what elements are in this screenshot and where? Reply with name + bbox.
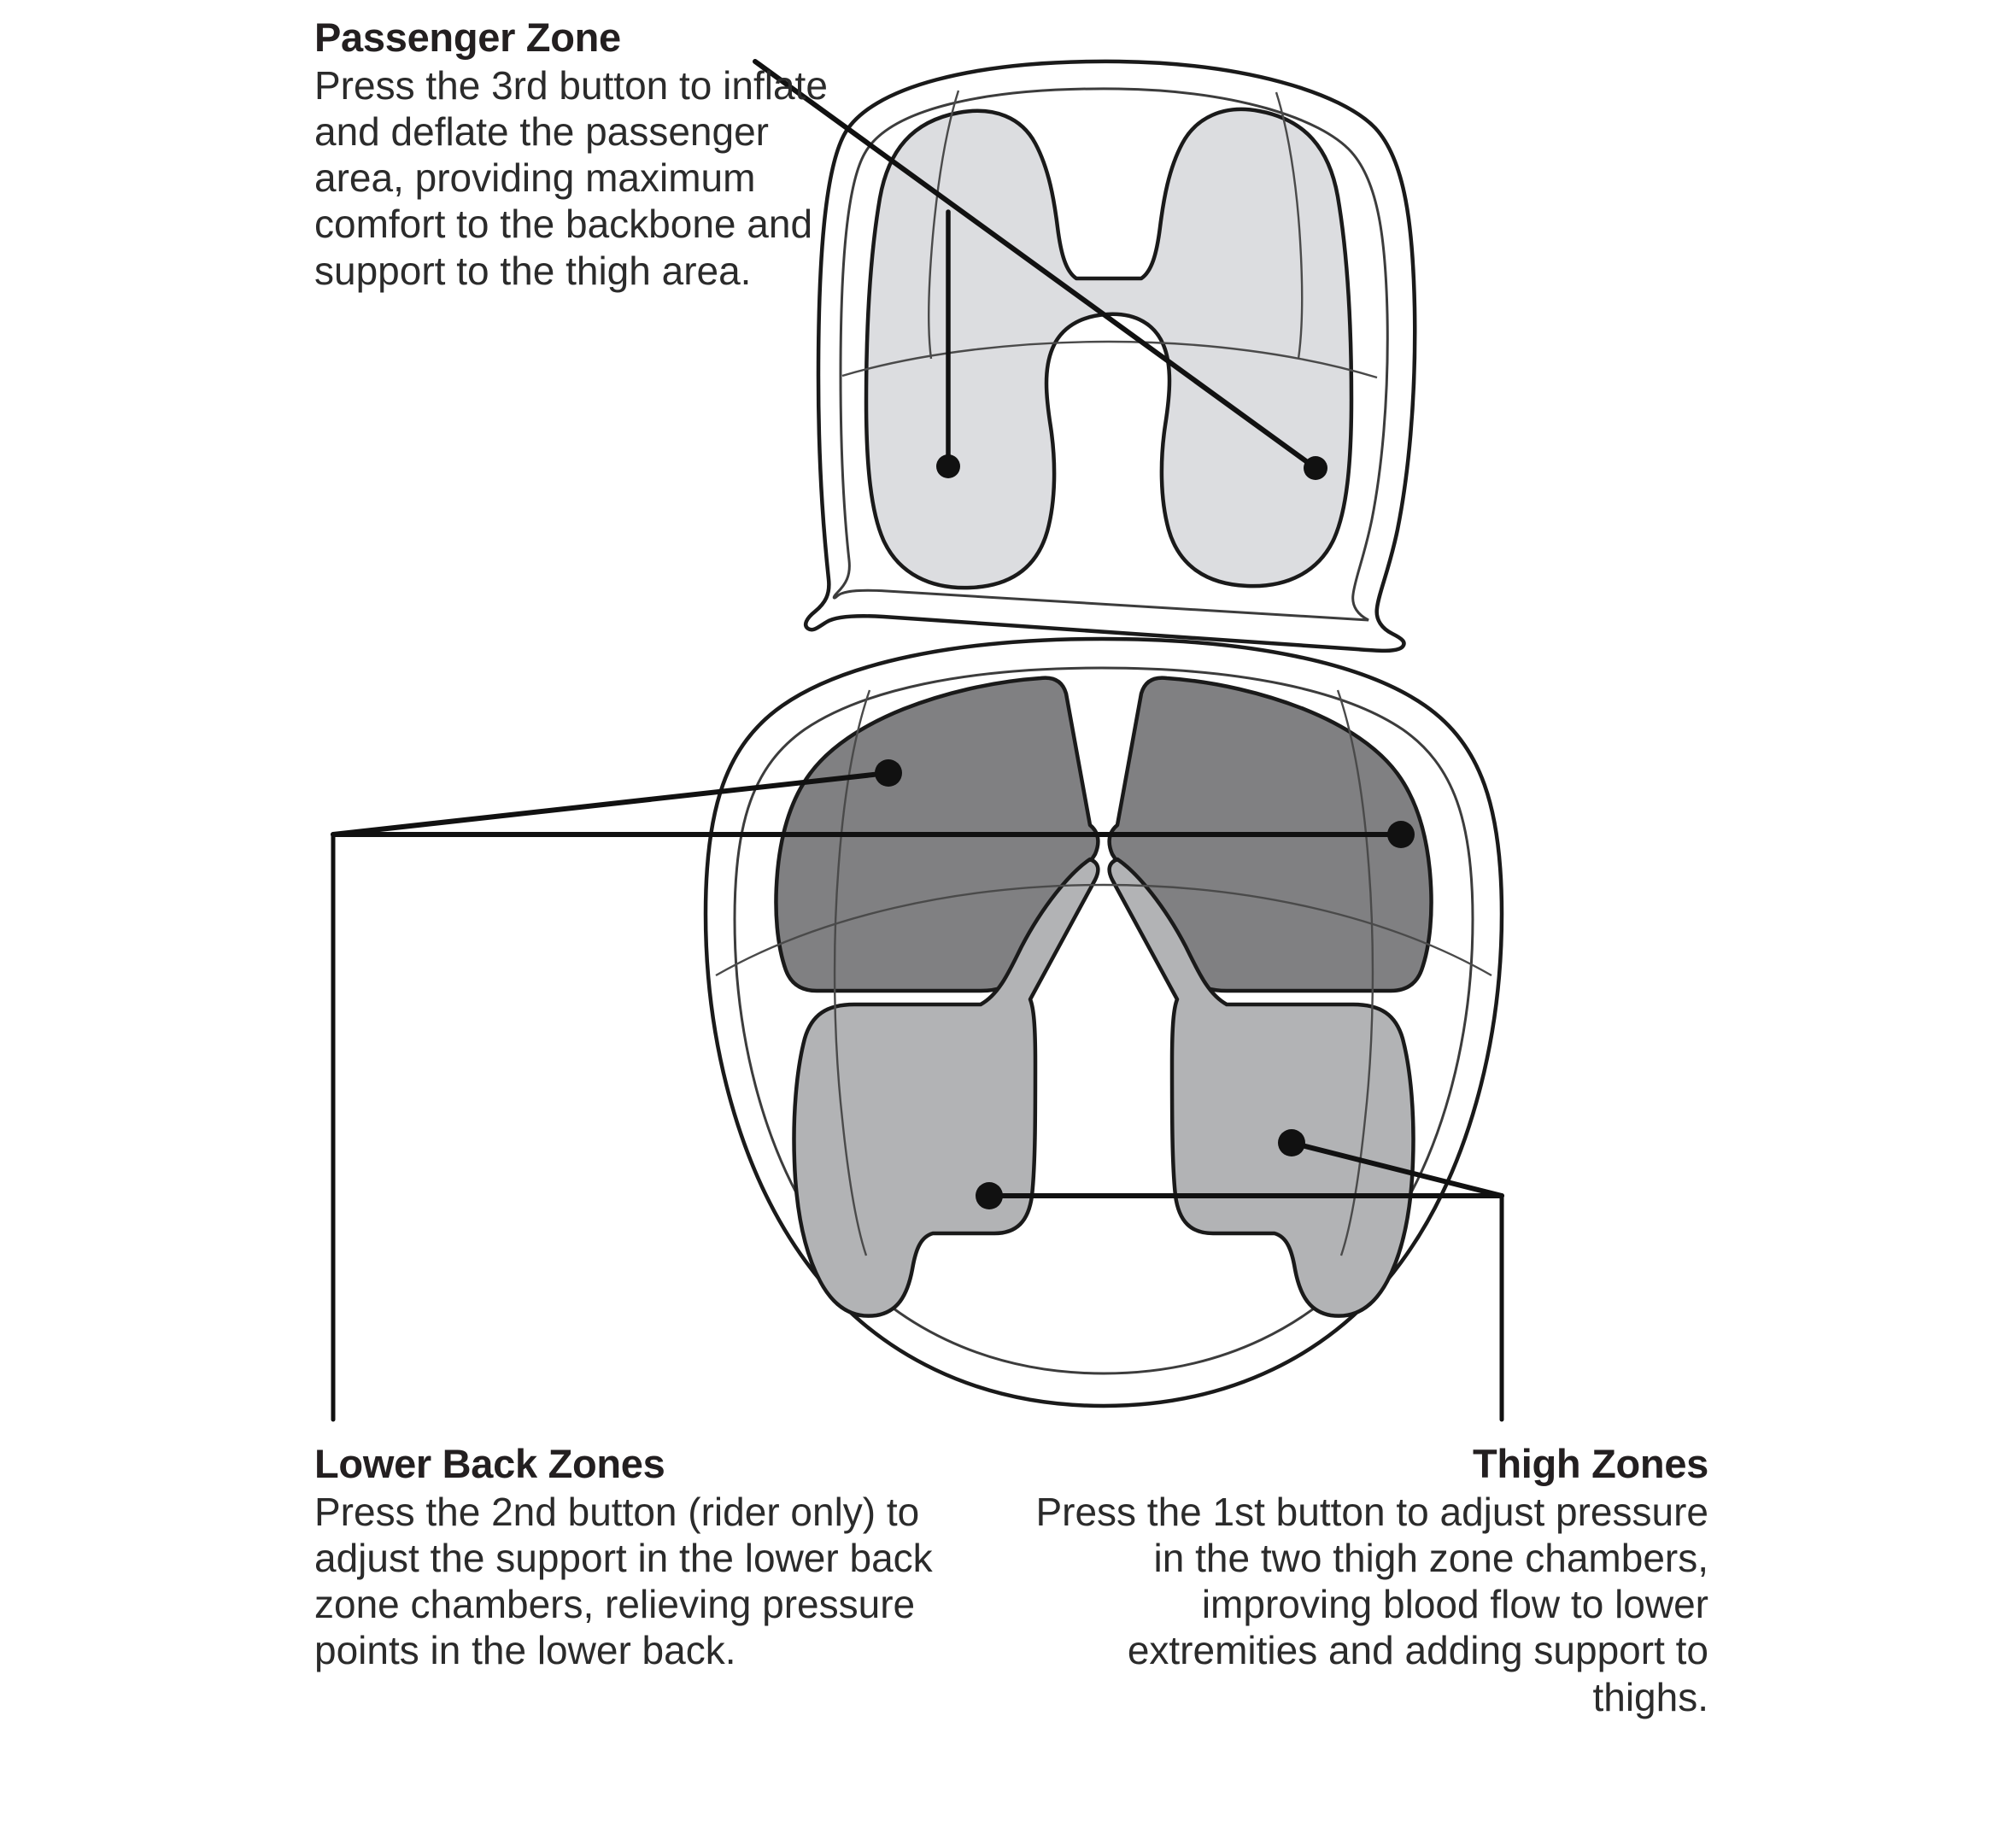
- leader-dot-thigh-right: [1278, 1129, 1305, 1156]
- leader-lowerback-left-branch: [331, 770, 891, 837]
- passenger-seam-right-vertical: [1275, 91, 1304, 360]
- leader-dot-passenger-right: [1304, 456, 1327, 480]
- rider-seat-group: [703, 636, 1504, 1408]
- leader-dot-lowerback-left: [875, 759, 902, 787]
- callout-lower-back-title: Lower Back Zones: [314, 1441, 665, 1486]
- callout-thigh-zones: Thigh Zones Press the 1st button to adju…: [1034, 1441, 1708, 1720]
- callout-passenger-body: Press the 3rd button to inflate and defl…: [314, 62, 828, 293]
- rider-seam-horizontal-upper: [715, 883, 1492, 977]
- leader-passenger-diagonal: [753, 59, 1318, 471]
- callout-lower-back-zones: Lower Back Zones Press the 2nd button (r…: [314, 1441, 998, 1674]
- callout-lower-back-body: Press the 2nd button (rider only) to adj…: [314, 1489, 933, 1673]
- rider-seam-right-vertical: [1336, 689, 1374, 1256]
- passenger-seat-group: [804, 59, 1417, 653]
- leader-dot-passenger-left: [936, 454, 960, 478]
- leader-lines-group: [331, 59, 1504, 1422]
- callout-thigh-title: Thigh Zones: [1472, 1441, 1708, 1486]
- passenger-seam-left-vertical: [928, 90, 960, 360]
- rider-seam-left-vertical: [833, 689, 871, 1256]
- leader-dot-lowerback-right: [1387, 821, 1415, 848]
- leader-dot-thigh-left: [976, 1182, 1003, 1209]
- thigh-zone-left: [792, 857, 1100, 1318]
- thigh-zone-right: [1107, 857, 1415, 1318]
- callout-thigh-body: Press the 1st button to adjust pressure …: [1035, 1489, 1708, 1719]
- leader-thigh-upper-branch: [1289, 1140, 1504, 1198]
- passenger-seam-horizontal: [841, 340, 1378, 379]
- callout-passenger-title: Passenger Zone: [314, 15, 621, 60]
- callout-passenger-zone: Passenger Zone Press the 3rd button to i…: [314, 15, 835, 294]
